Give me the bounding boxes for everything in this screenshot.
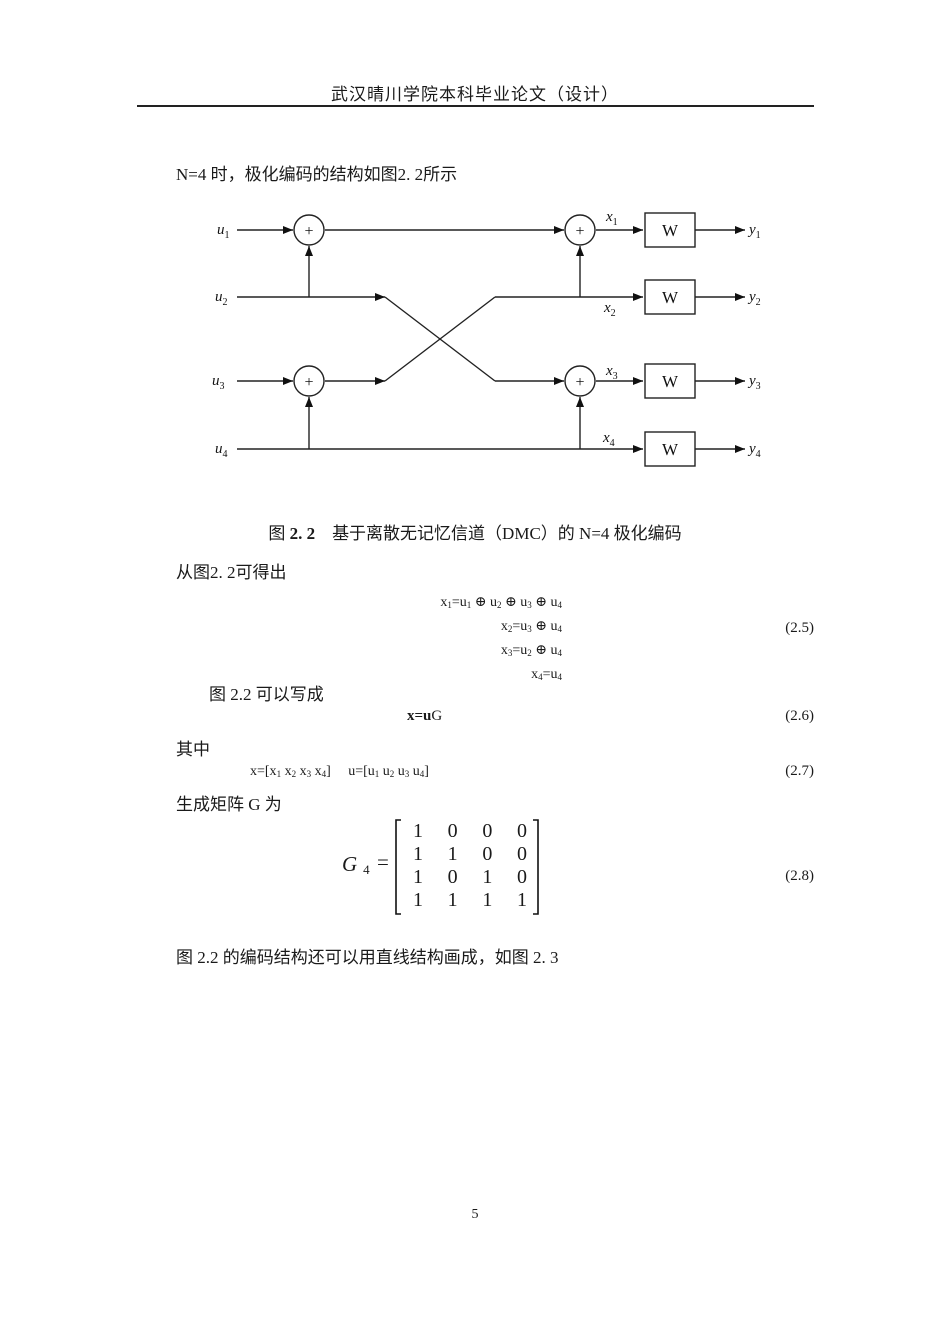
matrix-lhs-sub: 4 bbox=[363, 862, 370, 877]
u-vector: u=[u1 u2 u3 u4] bbox=[348, 764, 429, 779]
equation-number-2-8: (2.8) bbox=[785, 868, 814, 884]
x-vector: x=[x1 x2 x3 x4] bbox=[250, 764, 331, 779]
caption-prefix: 图 bbox=[268, 524, 286, 543]
caption-text: 基于离散无记忆信道（DMC）的 N=4 极化编码 bbox=[332, 524, 682, 543]
equation-number-2-6: (2.6) bbox=[785, 708, 814, 724]
matrix-cell: 1 bbox=[482, 889, 493, 911]
matrix-cell: 0 bbox=[482, 843, 493, 865]
channel-label: W bbox=[662, 221, 679, 240]
xor-symbol: + bbox=[304, 223, 313, 240]
equation-line: x1=u1 ⊕ u2 ⊕ u3 ⊕ u4 bbox=[440, 595, 562, 610]
input-label-u2: u2 bbox=[215, 289, 228, 308]
output-label-y1: y1 bbox=[747, 222, 761, 241]
equation-line: x4=u4 bbox=[531, 667, 562, 682]
output-label-y3: y3 bbox=[747, 373, 761, 392]
wire-cross-up bbox=[384, 296, 496, 382]
where-text: 其中 bbox=[176, 740, 210, 759]
equation-number-2-5: (2.5) bbox=[785, 620, 814, 636]
matrix-brackets bbox=[395, 819, 539, 915]
matrix-equals: = bbox=[377, 850, 389, 874]
matrix-cell: 0 bbox=[447, 866, 458, 888]
gen-matrix-text: 生成矩阵 G 为 bbox=[176, 795, 282, 814]
output-label-y4: y4 bbox=[747, 441, 761, 460]
input-label-u3: u3 bbox=[212, 373, 225, 392]
matrix-cell: 1 bbox=[413, 820, 423, 842]
matrix-row: 1 0 1 0 bbox=[402, 866, 538, 889]
matrix-cell: 1 bbox=[482, 866, 493, 888]
channel-label: W bbox=[662, 440, 679, 459]
figure-caption: 图 2. 2 基于离散无记忆信道（DMC）的 N=4 极化编码 bbox=[0, 519, 950, 544]
input-label-u4: u4 bbox=[215, 441, 228, 460]
matrix-row: 1 1 1 1 bbox=[402, 889, 538, 912]
codeword-label-x1: x1 bbox=[605, 209, 618, 228]
matrix-cell: 0 bbox=[516, 866, 527, 888]
equation-2-5-lines: x1=u1 ⊕ u2 ⊕ u3 ⊕ u4 x2=u3 ⊕ u4 x3=u2 ⊕ u4… bbox=[440, 592, 562, 688]
equation-2-7: x=[x1 x2 x3 x4] u=[u1 u2 u3 u4] bbox=[250, 764, 429, 780]
equation-2-5: x1=u1 ⊕ u2 ⊕ u3 ⊕ u4 x2=u3 ⊕ u4 x3=u2 ⊕ u4… bbox=[440, 592, 562, 688]
matrix-row: 1 1 0 0 bbox=[402, 843, 538, 866]
page-number: 5 bbox=[471, 1207, 479, 1222]
channel-label: W bbox=[662, 288, 679, 307]
xor-node-1 bbox=[293, 214, 325, 246]
output-label-y2: y2 bbox=[747, 289, 761, 308]
channel-label: W bbox=[662, 372, 679, 391]
xor-node-2 bbox=[564, 214, 596, 246]
matrix-cell: 0 bbox=[482, 820, 493, 842]
matrix-cell: 1 bbox=[413, 889, 423, 911]
xor-node-3 bbox=[293, 365, 325, 397]
matrix-cell: 0 bbox=[516, 820, 527, 842]
eq-2-6-plain: G bbox=[431, 708, 443, 724]
from-figure-text: 从图2. 2可得出 bbox=[176, 563, 287, 582]
matrix-cell: 1 bbox=[447, 889, 458, 911]
xor-symbol: + bbox=[575, 223, 584, 240]
caption-number: 2. 2 bbox=[289, 524, 316, 543]
xor-symbol: + bbox=[304, 374, 313, 391]
channel-box-2 bbox=[644, 279, 696, 315]
page-header: 武汉晴川学院本科毕业论文（设计） bbox=[331, 85, 619, 104]
intro-text: N=4 时，极化编码的结构如图2. 2所示 bbox=[176, 165, 458, 184]
can-write-text: 图 2.2 可以写成 bbox=[209, 685, 324, 704]
matrix-cell: 1 bbox=[413, 866, 423, 888]
input-label-u1: u1 bbox=[217, 222, 230, 241]
matrix-row: 1 0 0 0 bbox=[402, 820, 538, 843]
equation-line: x2=u3 ⊕ u4 bbox=[500, 619, 562, 634]
equation-number-2-7: (2.7) bbox=[785, 763, 814, 779]
codeword-label-x3: x3 bbox=[605, 363, 618, 382]
codeword-label-x4: x4 bbox=[602, 430, 615, 449]
eq-2-6-bold: x=u bbox=[407, 708, 432, 724]
matrix-cell: 1 bbox=[516, 889, 527, 911]
xor-symbol: + bbox=[575, 374, 584, 391]
matrix-cell: 0 bbox=[447, 820, 458, 842]
xor-node-4 bbox=[564, 365, 596, 397]
channel-box-4 bbox=[644, 431, 696, 467]
matrix-cell: 0 bbox=[516, 843, 527, 865]
matrix-lhs-symbol: G bbox=[342, 852, 358, 876]
polar-encoder-diagram: + + + + W W W W u1 u2 u3 u4 x1 x2 x3 x4 … bbox=[212, 209, 761, 467]
header-rule bbox=[137, 105, 814, 107]
channel-box-3 bbox=[644, 363, 696, 399]
equation-2-6: x=uG bbox=[407, 708, 442, 725]
closing-text: 图 2.2 的编码结构还可以用直线结构画成，如图 2. 3 bbox=[176, 948, 559, 967]
equation-line: x3=u2 ⊕ u4 bbox=[500, 643, 562, 658]
matrix-cell: 1 bbox=[413, 843, 423, 865]
matrix-cell: 1 bbox=[447, 843, 458, 865]
channel-box-1 bbox=[644, 212, 696, 248]
codeword-label-x2: x2 bbox=[603, 300, 616, 319]
